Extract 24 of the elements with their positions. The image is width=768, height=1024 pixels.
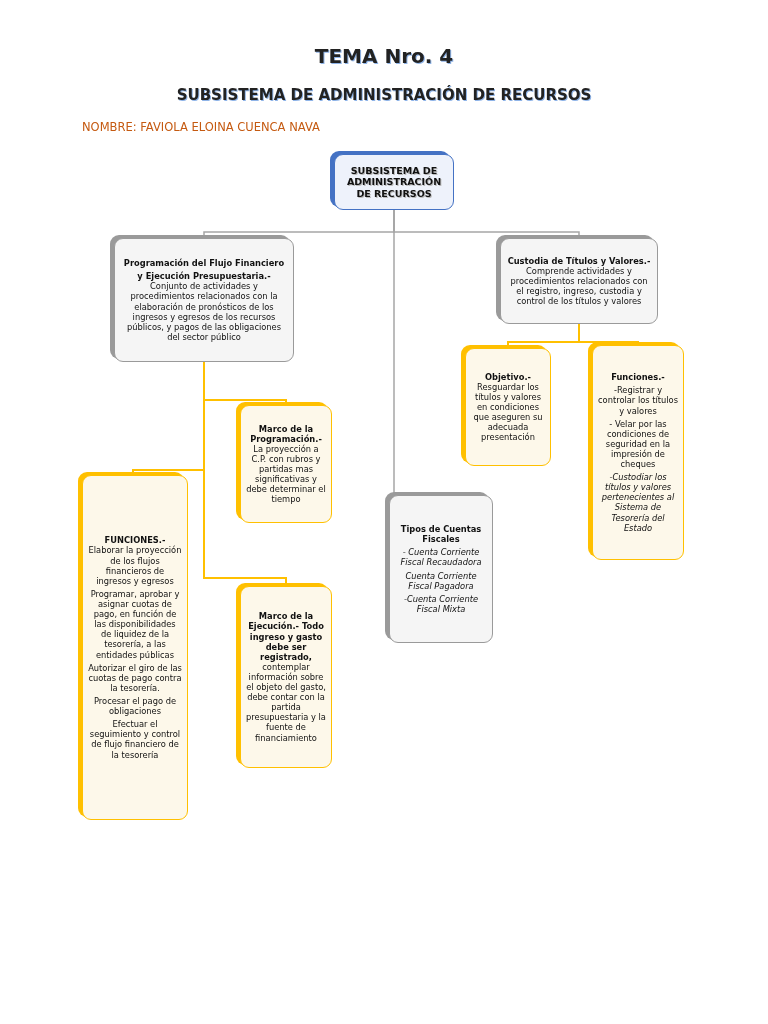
box-heading: Custodia de Títulos y Valores.- Comprende actividades y procedimientos relacionados con el registro, ingreso, custodia y control de los títulos y valores (506, 255, 652, 307)
subtitle: SUBSISTEMA DE ADMINISTRACIÓN DE RECURSOS (175, 86, 593, 104)
box-heading: FUNCIONES.- Elaborar la proyección de los flujos financieros de ingresos y egresos (88, 535, 182, 586)
author-name: NOMBRE: FAVIOLA ELOINA CUENCA NAVA (82, 120, 321, 134)
connector-line (578, 323, 639, 346)
box-text: Cuenta Corriente Fiscal Pagadora (404, 570, 478, 591)
box-text: -Registrar y controlar los títulos y valores (598, 385, 678, 416)
box-text: Efectuar el seguimiento y control de flujo financiero de la tesorería (88, 719, 182, 760)
box-text: Procesar el pago de obligaciones (92, 696, 177, 717)
box-text: Autorizar el giro de las cuotas de pago contra la tesorería. (88, 662, 182, 693)
box-heading: Marco de la Programación.- La proyección a C.P. con rubros y partidas mas significativas y debe determinar el tiempo (246, 423, 326, 505)
box-text: Programar, aprobar y asignar cuotas de pago, en función de las disponibilidades de liquidez de la tesorería, a las entidades públicas (89, 588, 181, 660)
box-text: -Cuenta Corriente Fiscal Mixta (402, 593, 480, 614)
box-heading: SUBSISTEMA DE ADMINISTRACIÓN DE RECURSOS (345, 164, 443, 200)
box-text: y Ejecución Presupuestaria.- Conjunto de actividades y procedimientos relacionados con la elaboración de pronósticos de los ingresos y egresos de los recursos públicos, y pagos de las obligaciones del sector público (125, 271, 283, 342)
box-heading: Marco de la Ejecución.- Todo ingreso y gasto debe ser registrado, contemplar información sobre el objeto del gasto, debe contar con la partida presupuestaria y la fuente de financiamiento (246, 611, 326, 743)
box-text: - Cuenta Corriente Fiscal Recaudadora (399, 547, 483, 568)
box-text: -Custodiar los títulos y valores pertenecientes al Sistema de Tesorería del Estado (600, 472, 676, 533)
title: TEMA Nro. 4 (313, 44, 455, 68)
box-heading: Tipos de Cuentas Fiscales (399, 524, 483, 545)
box-heading: Funciones.- (611, 372, 665, 383)
box-heading: Programación del Flujo Financiero (123, 258, 285, 269)
box-text: - Velar por las condiciones de seguridad en la impresión de cheques (604, 418, 672, 470)
box-heading: Objetivo.- Resguardar los títulos y valores en condiciones que aseguren su adecuada presentación (472, 371, 544, 443)
